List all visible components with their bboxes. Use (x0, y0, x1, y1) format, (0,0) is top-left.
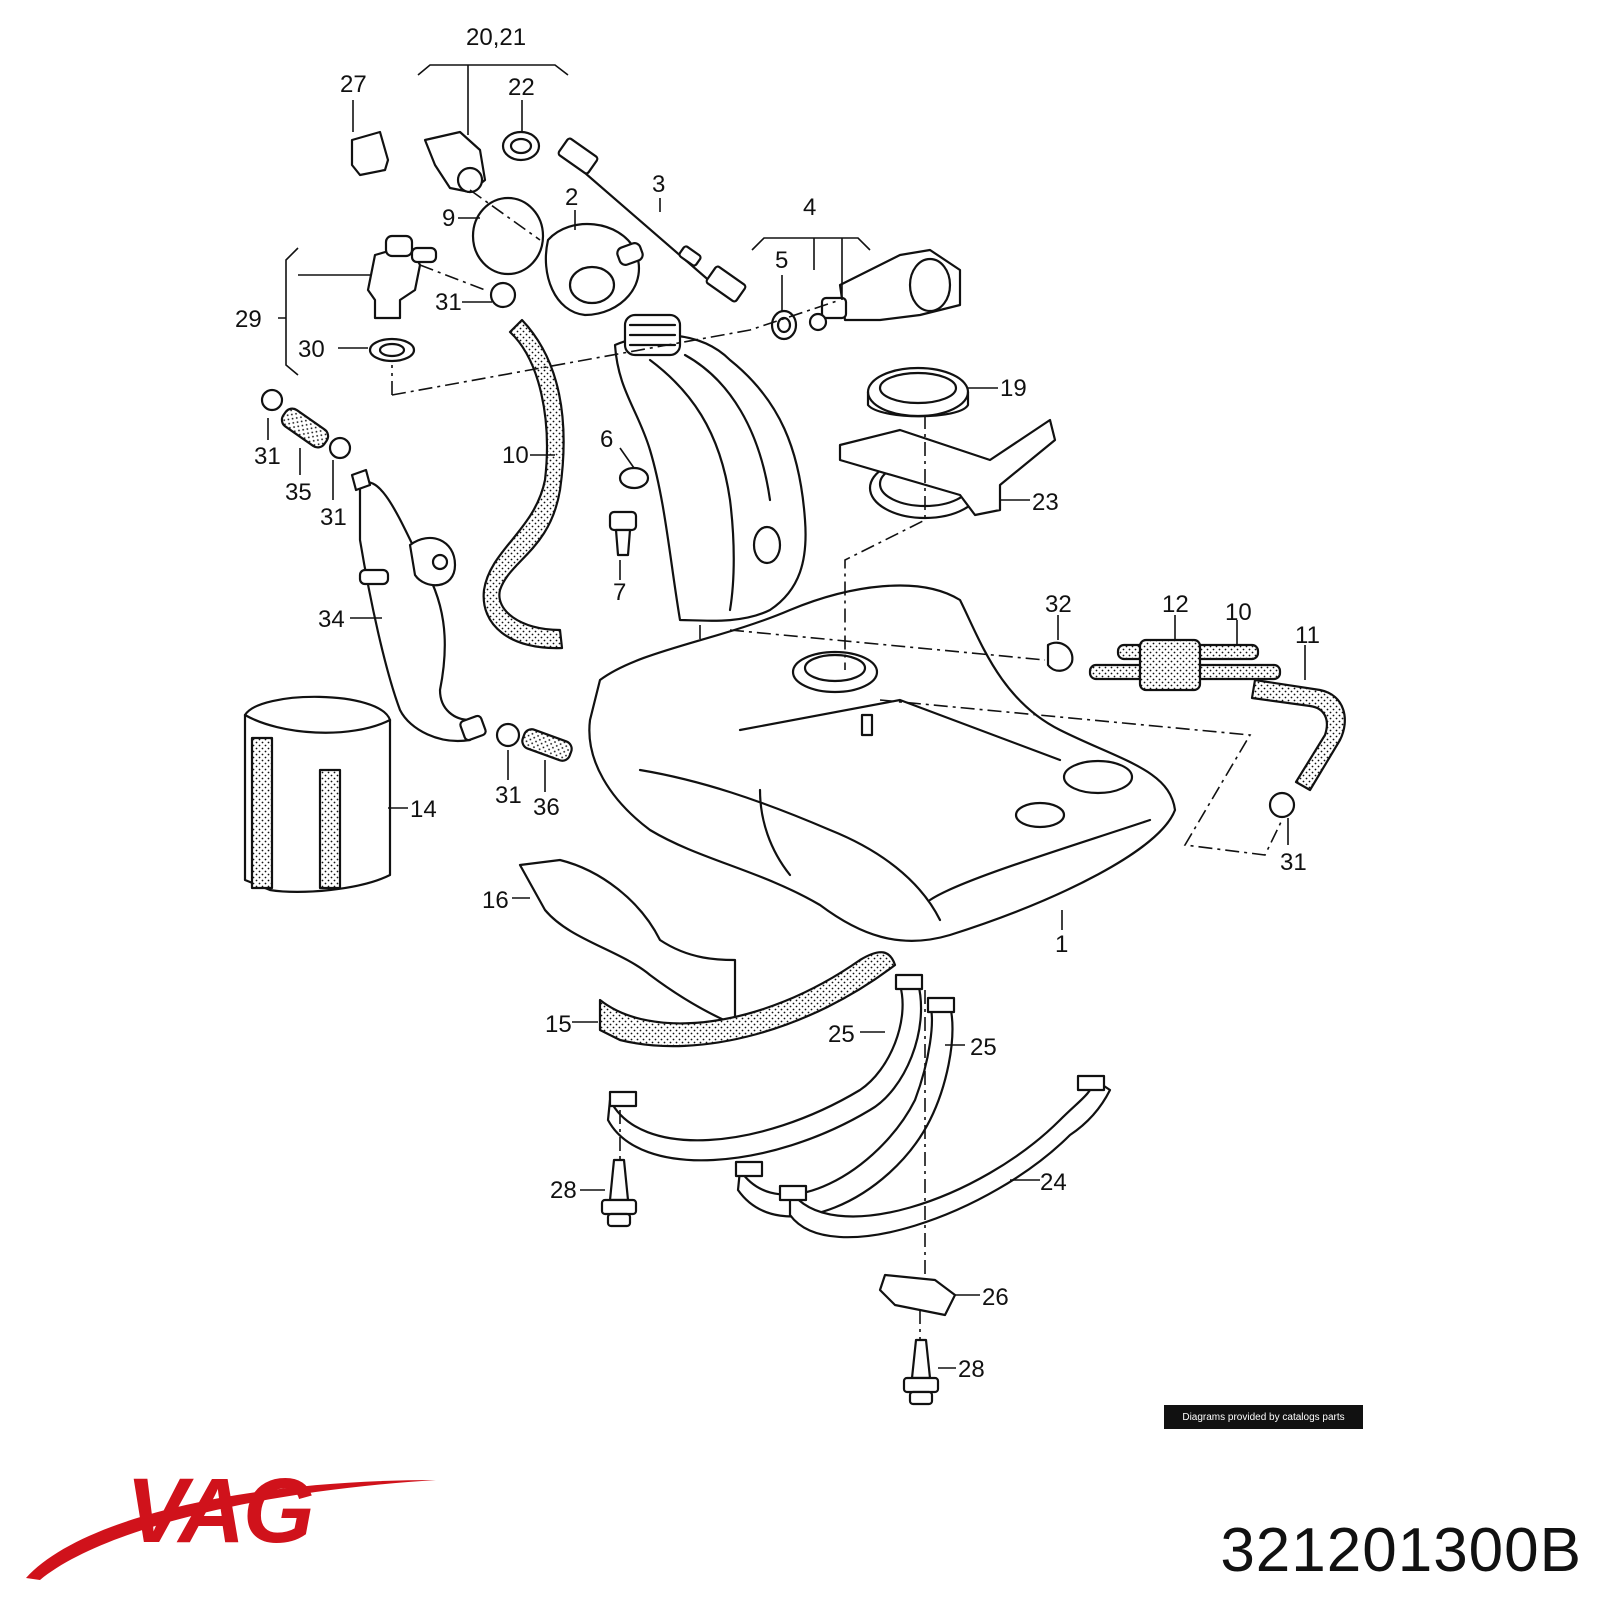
callout-31-a: 31 (254, 443, 281, 470)
callout-31-e: 31 (1280, 849, 1307, 876)
callout-32: 32 (1045, 591, 1072, 618)
filler-neck (613, 313, 807, 622)
bracket-29 (278, 247, 370, 376)
heat-shield-16 (518, 858, 737, 1027)
strap-bracket-a (894, 973, 924, 991)
strap-bracket-c (608, 1090, 638, 1108)
callout-31-b: 31 (320, 504, 347, 531)
seal-6 (618, 466, 650, 490)
logo-swoosh (26, 1480, 436, 1580)
assembly-line-f (729, 629, 1046, 661)
assembly-line-b (391, 299, 841, 396)
callout-30: 30 (298, 336, 325, 363)
fuel-tank (588, 584, 1177, 942)
clamp-31-e (1268, 791, 1296, 819)
bolt-28-a (600, 1158, 638, 1228)
callout-23: 23 (1032, 489, 1059, 516)
callout-15: 15 (545, 1011, 572, 1038)
vag-logo: VAG (26, 1460, 436, 1580)
clamp-31-b (328, 436, 352, 460)
valve-2 (544, 222, 644, 317)
callout-10-a: 10 (502, 442, 529, 469)
hose-35 (280, 407, 330, 449)
callout-7: 7 (613, 579, 626, 606)
hose-36 (521, 728, 573, 762)
lock-ring-19 (866, 366, 970, 418)
strap-24 (788, 1078, 1112, 1239)
callout-9: 9 (442, 205, 455, 232)
callout-4: 4 (803, 194, 816, 221)
callout-35: 35 (285, 479, 312, 506)
assembly-line-g (879, 699, 1283, 856)
callout-36: 36 (533, 794, 560, 821)
callout-34: 34 (318, 606, 345, 633)
callout-24: 24 (1040, 1169, 1067, 1196)
diagram-credit-badge: Diagrams provided by catalogs parts (1164, 1405, 1363, 1429)
screw-7 (608, 510, 638, 557)
strap-bracket-e (778, 1184, 808, 1202)
strap-bracket-f (1076, 1074, 1106, 1092)
fuel-hose-10 (482, 318, 565, 650)
o-ring-9 (471, 196, 545, 276)
logo-wordmark: VAG (126, 1460, 313, 1562)
cable-3 (557, 137, 747, 303)
callout-28-a: 28 (550, 1177, 577, 1204)
callout-26: 26 (982, 1284, 1009, 1311)
callout-25-a: 25 (828, 1021, 855, 1048)
callout-20-21: 20,21 (466, 24, 526, 51)
foam-sleeve (243, 695, 392, 893)
callout-6: 6 (600, 426, 613, 453)
sender-unit (423, 130, 541, 194)
callout-19: 19 (1000, 375, 1027, 402)
callout-1: 1 (1055, 931, 1068, 958)
bolt-28-b (902, 1338, 940, 1406)
leader-6 (619, 447, 635, 469)
callout-22: 22 (508, 74, 535, 101)
callout-14: 14 (410, 796, 437, 823)
clamp-31-c (495, 722, 521, 748)
part-4 (770, 248, 962, 341)
callout-31-c: 31 (495, 782, 522, 809)
callout-28-b: 28 (958, 1356, 985, 1383)
strap-bracket-d (734, 1160, 764, 1178)
valve-29 (366, 234, 438, 363)
bracket-4 (751, 237, 871, 300)
callout-5: 5 (775, 247, 788, 274)
callout-11: 11 (1295, 622, 1320, 649)
clamp-31-a (260, 388, 284, 412)
callout-16: 16 (482, 887, 509, 914)
clip-32 (1046, 641, 1074, 672)
assembly-line-c (419, 264, 486, 291)
bracket-20-21 (417, 64, 569, 135)
hose-assembly-right (1088, 638, 1346, 792)
clip-27 (350, 130, 390, 177)
part-number: 321201300B (1220, 1516, 1582, 1585)
heat-shield-15 (598, 951, 897, 1048)
assembly-line-e (844, 415, 926, 670)
bracket-26 (878, 1273, 957, 1317)
evap-canister (350, 468, 487, 743)
callout-27: 27 (340, 71, 367, 98)
callout-25-b: 25 (970, 1034, 997, 1061)
callout-29: 29 (235, 306, 262, 333)
callout-10-b: 10 (1225, 599, 1252, 626)
callout-12: 12 (1162, 591, 1189, 618)
sealing-ring-23 (838, 418, 1057, 520)
clamp-31-d (489, 281, 517, 309)
strap-bracket-b (926, 996, 956, 1014)
callout-2: 2 (565, 184, 578, 211)
callout-3: 3 (652, 171, 665, 198)
callout-31-d: 31 (435, 289, 462, 316)
